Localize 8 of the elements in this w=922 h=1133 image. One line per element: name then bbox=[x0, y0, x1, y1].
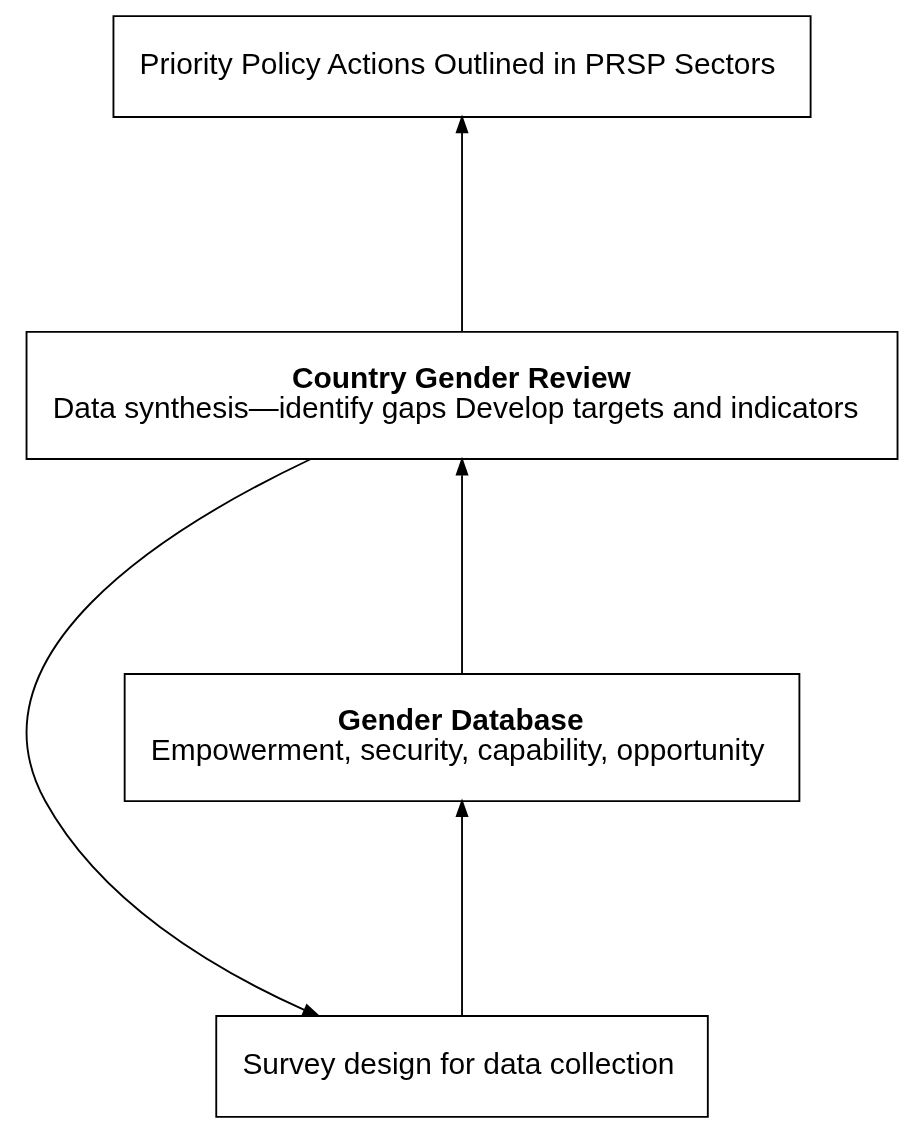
arrow bbox=[455, 798, 469, 1017]
arrow bbox=[455, 456, 469, 675]
node-box: Country Gender Review Data synthesis—identify gaps Develop targets and indicators bbox=[25, 331, 898, 460]
node-box: Survey design for data collection bbox=[214, 1015, 709, 1118]
arrow bbox=[25, 458, 321, 1018]
node-box: Priority Policy Actions Outlined in PRSP Sectors bbox=[112, 15, 812, 118]
arrow bbox=[455, 114, 469, 333]
node-box: Gender Database Empowerment, security, capability, opportunity bbox=[123, 673, 800, 802]
